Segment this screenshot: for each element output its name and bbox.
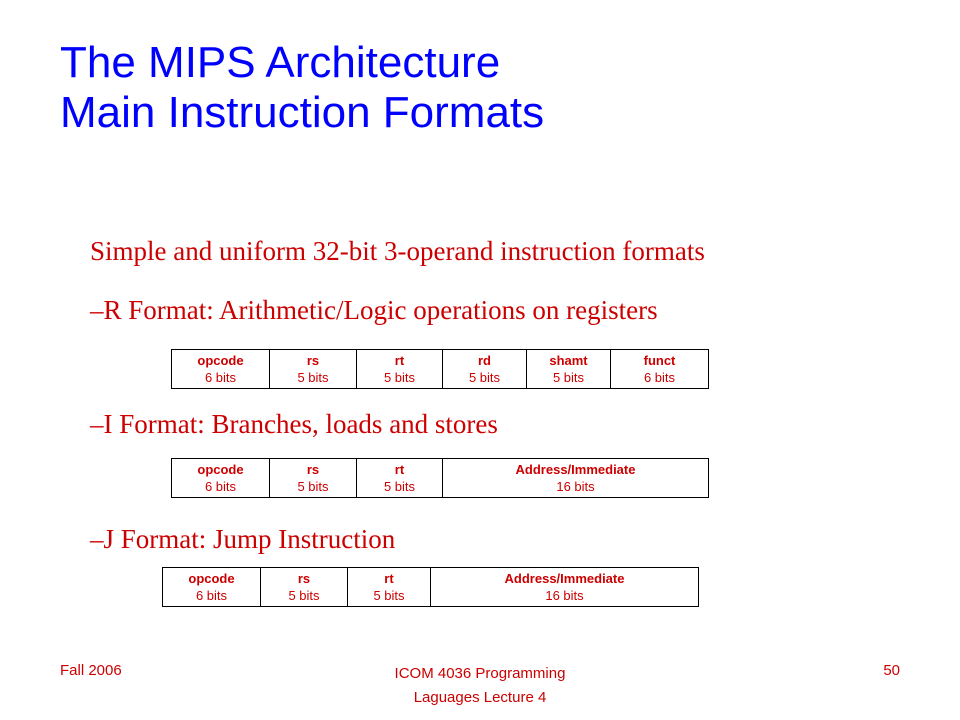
i-field-address-immediate: Address/Immediate 16 bits [442, 458, 709, 498]
j-format-table: opcode 6 bits rs 5 bits rt 5 bits Addres… [162, 567, 699, 607]
r-field-opcode: opcode 6 bits [171, 349, 270, 389]
j-field-rt: rt 5 bits [347, 567, 431, 607]
i-format-table: opcode 6 bits rs 5 bits rt 5 bits Addres… [171, 458, 709, 498]
i-format-heading: –I Format: Branches, loads and stores [90, 409, 498, 439]
j-field-opcode: opcode 6 bits [162, 567, 261, 607]
j-field-address-immediate: Address/Immediate 16 bits [430, 567, 699, 607]
i-field-opcode: opcode 6 bits [171, 458, 270, 498]
i-field-rs: rs 5 bits [269, 458, 357, 498]
slide-title: The MIPS Architecture Main Instruction F… [60, 38, 544, 138]
intro-text: Simple and uniform 32-bit 3-operand inst… [90, 236, 705, 266]
footer-date: Fall 2006 [60, 662, 122, 679]
title-line-2: Main Instruction Formats [60, 88, 545, 137]
footer-course-line-1: ICOM 4036 Programming [394, 665, 566, 682]
r-format-heading: –R Format: Arithmetic/Logic operations o… [90, 295, 658, 325]
j-format-heading: –J Format: Jump Instruction [90, 524, 396, 554]
r-field-rs: rs 5 bits [269, 349, 357, 389]
footer-course: ICOM 4036 Programming Laguages Lecture 4 [360, 662, 600, 710]
j-field-rs: rs 5 bits [260, 567, 348, 607]
i-field-rt: rt 5 bits [356, 458, 443, 498]
r-field-rt: rt 5 bits [356, 349, 443, 389]
r-field-rd: rd 5 bits [442, 349, 527, 389]
r-format-table: opcode 6 bits rs 5 bits rt 5 bits rd 5 b… [171, 349, 709, 389]
r-field-shamt: shamt 5 bits [526, 349, 611, 389]
r-field-funct: funct 6 bits [610, 349, 709, 389]
title-line-1: The MIPS Architecture [60, 38, 501, 87]
page-number: 50 [883, 662, 900, 679]
footer-course-line-2: Laguages Lecture 4 [413, 689, 547, 706]
